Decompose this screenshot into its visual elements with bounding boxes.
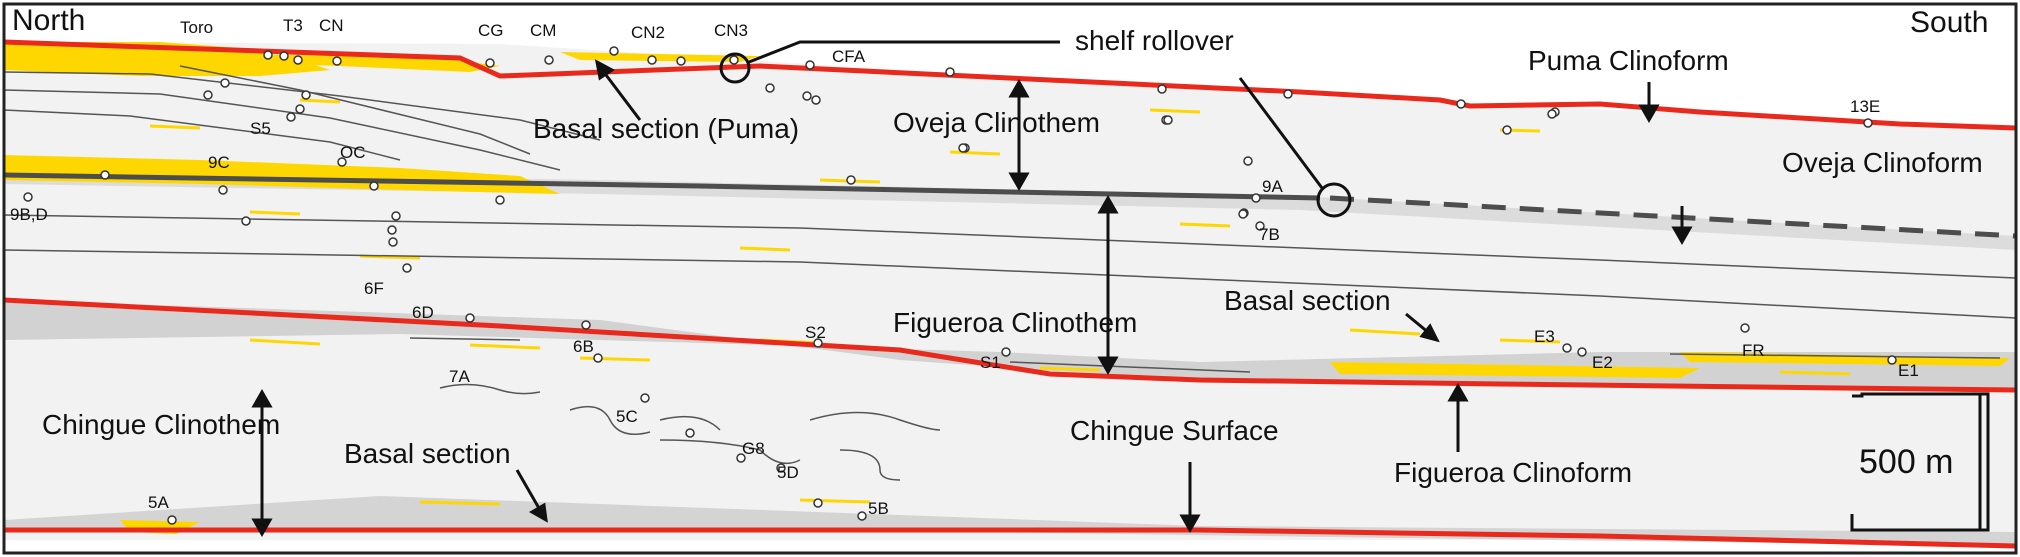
site-g8: G8 [742, 439, 765, 458]
site-cn: CN [319, 16, 344, 35]
site-13e: 13E [1850, 97, 1880, 116]
site-9bd: 9B,D [10, 205, 48, 224]
site-toro: Toro [180, 18, 213, 37]
bedding-lines [3, 65, 2017, 481]
puma-clinoform-surface [3, 39, 2017, 131]
site-e1: E1 [1898, 361, 1919, 380]
basal-section-lower-label: Basal section [344, 438, 511, 469]
scale-bar [1850, 392, 1982, 532]
site-5d: 5D [777, 463, 799, 482]
site-s5: S5 [250, 119, 271, 138]
arrows [251, 59, 1693, 538]
site-7b: 7B [1259, 225, 1280, 244]
top-white-margin [4, 4, 2016, 40]
site-5c: 5C [616, 407, 638, 426]
site-s1: S1 [980, 353, 1001, 372]
sand-body-oveja [4, 155, 560, 194]
sand-lenses [149, 98, 1851, 506]
figueroa-clinoform-surface [3, 297, 2017, 393]
oveja-clinoform-dashed [1329, 195, 2017, 239]
north-label: North [12, 4, 85, 37]
figueroa-clinothem-label: Figueroa Clinothem [893, 307, 1137, 338]
site-e3: E3 [1534, 327, 1555, 346]
site-labels: Toro T3 CN CG CM CN2 CN3 CFA S5 OC 9C 9B… [10, 16, 1919, 518]
oveja-clinoform-line [3, 172, 1321, 201]
site-t3: T3 [283, 16, 303, 35]
site-5b: 5B [868, 499, 889, 518]
oveja-clinothem-label: Oveja Clinothem [893, 107, 1100, 138]
scale-bar-label: 500 m [1859, 443, 1954, 481]
site-dots [23, 46, 1897, 525]
oveja-clinoform-label: Oveja Clinoform [1782, 147, 1983, 178]
scale-bar-right [1970, 392, 1990, 532]
basal-puma-label: Basal section (Puma) [533, 113, 799, 144]
site-cg: CG [478, 21, 504, 40]
site-6f: 6F [364, 279, 384, 298]
site-9a: 9A [1262, 177, 1283, 196]
puma-clinoform-label: Puma Clinoform [1528, 45, 1729, 76]
chingue-surface [4, 527, 2017, 549]
site-s2: S2 [805, 323, 826, 342]
site-cn2: CN2 [631, 23, 665, 42]
bottom-white-margin [4, 540, 2016, 553]
site-5a: 5A [148, 493, 169, 512]
south-label: South [1910, 6, 1988, 39]
chingue-clinothem-label: Chingue Clinothem [42, 409, 280, 440]
shelf-rollover-label: shelf rollover [1075, 25, 1234, 56]
shelf-rollover-callout [719, 40, 1352, 218]
basal-section-upper-label: Basal section [1224, 285, 1391, 316]
sand-body-chingue-basal [1330, 362, 1700, 378]
site-6b: 6B [573, 337, 594, 356]
site-9c: 9C [208, 153, 230, 172]
site-cm: CM [530, 21, 556, 40]
site-cn3: CN3 [714, 21, 748, 40]
upper-white-wedge [4, 40, 2016, 128]
site-7a: 7A [449, 367, 470, 386]
site-cfa: CFA [832, 47, 866, 66]
site-6d: 6D [412, 303, 434, 322]
site-fr: FR [1742, 341, 1765, 360]
site-oc: OC [340, 143, 366, 162]
site-e2: E2 [1592, 353, 1613, 372]
figueroa-clinoform-label: Figueroa Clinoform [1394, 457, 1632, 488]
chingue-surface-label: Chingue Surface [1070, 415, 1279, 446]
sand-body-puma-3 [560, 52, 760, 62]
